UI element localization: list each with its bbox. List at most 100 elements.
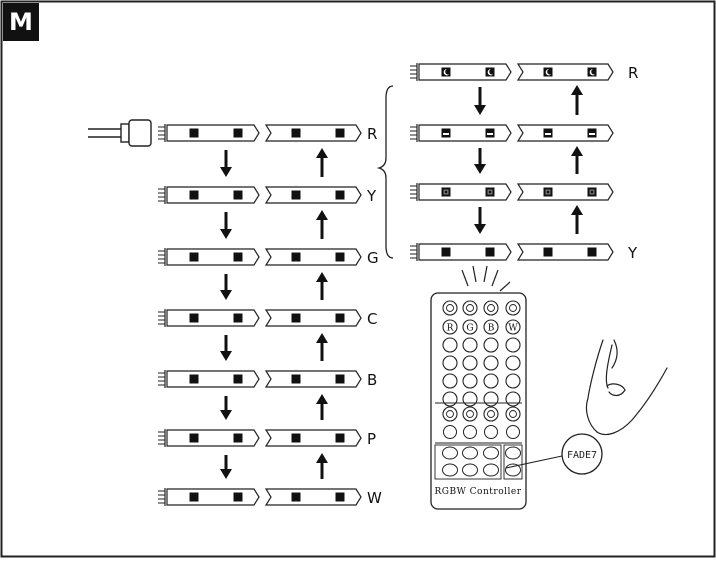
led-chip xyxy=(587,67,597,77)
arrow-up xyxy=(571,205,583,234)
strip-left-3 xyxy=(410,183,512,201)
arrow-up xyxy=(316,394,328,420)
remote-button xyxy=(462,373,478,389)
strip-right-1 xyxy=(516,63,614,81)
strip-right-3 xyxy=(516,183,614,201)
led-chip xyxy=(587,247,597,257)
remote-mode-button xyxy=(462,446,478,460)
led-chip xyxy=(189,252,199,262)
strip-left-1 xyxy=(158,124,260,142)
remote-button xyxy=(442,337,458,353)
color-label: B xyxy=(367,371,377,389)
remote-button xyxy=(442,373,458,389)
led-chip xyxy=(189,492,199,502)
arrow-down xyxy=(220,396,232,420)
remote-power-button xyxy=(505,406,521,422)
remote-color-button xyxy=(462,319,478,335)
remote-mode-button xyxy=(442,463,458,477)
strip-right-5 xyxy=(264,370,362,388)
led-chip xyxy=(291,313,301,323)
remote-button xyxy=(462,355,478,371)
remote-button xyxy=(505,391,521,407)
led-chip xyxy=(441,247,451,257)
remote-button-label: G xyxy=(466,324,473,334)
remote-button xyxy=(483,337,499,353)
remote-button xyxy=(483,355,499,371)
arrow-down xyxy=(474,87,486,115)
strip-left-7 xyxy=(158,488,260,506)
strip-left-5 xyxy=(158,370,260,388)
arrow-up xyxy=(571,85,583,115)
led-chip xyxy=(291,433,301,443)
led-chip xyxy=(335,313,345,323)
remote-button xyxy=(505,337,521,353)
remote-color-button xyxy=(505,319,521,335)
remote-mode-panel xyxy=(503,444,523,480)
strip-right-6 xyxy=(264,429,362,447)
led-chip xyxy=(233,252,243,262)
remote-button-label: W xyxy=(508,324,518,334)
led-chip xyxy=(543,247,553,257)
remote-mode-button xyxy=(505,446,521,460)
signal-ray xyxy=(499,281,511,292)
led-chip xyxy=(291,374,301,384)
remote-power-button xyxy=(442,406,458,422)
remote-color-button xyxy=(483,319,499,335)
led-chip xyxy=(335,190,345,200)
arrow-down xyxy=(220,455,232,479)
arrow-up xyxy=(316,148,328,177)
strip-right-2 xyxy=(516,124,614,142)
remote-mode-button xyxy=(483,446,499,460)
led-chip xyxy=(441,67,451,77)
strip-right-3 xyxy=(264,248,362,266)
remote-power-button xyxy=(462,300,478,316)
color-label: P xyxy=(367,430,376,448)
color-label: G xyxy=(367,249,379,267)
remote-button-label: R xyxy=(447,324,454,334)
color-label: Y xyxy=(627,244,638,262)
strip-right-4 xyxy=(264,309,362,327)
remote-mode-button xyxy=(462,463,478,477)
remote-small-button xyxy=(484,425,498,439)
strip-left-2 xyxy=(158,186,260,204)
arrow-up xyxy=(571,146,583,174)
remote-power-button xyxy=(442,300,458,316)
signal-ray xyxy=(483,265,488,283)
led-chip xyxy=(335,492,345,502)
arrow-up xyxy=(316,272,328,300)
led-chip xyxy=(189,374,199,384)
signal-ray xyxy=(461,269,469,287)
remote-mode-button xyxy=(483,463,499,477)
led-chip xyxy=(233,313,243,323)
color-label: R xyxy=(628,64,638,82)
remote-button xyxy=(462,391,478,407)
power-cable xyxy=(88,119,152,147)
strip-right-4 xyxy=(516,243,614,261)
section-badge: M xyxy=(3,3,39,41)
remote-power-button xyxy=(462,406,478,422)
led-chip xyxy=(291,190,301,200)
right-strip-chain: RY xyxy=(410,63,638,262)
led-chip xyxy=(335,252,345,262)
remote-button xyxy=(505,373,521,389)
remote-small-button xyxy=(463,425,477,439)
led-chip xyxy=(291,128,301,138)
arrow-down xyxy=(220,212,232,239)
remote-power-button xyxy=(483,300,499,316)
remote-button xyxy=(483,373,499,389)
arrow-up xyxy=(316,210,328,239)
strip-left-4 xyxy=(158,309,260,327)
strip-right-7 xyxy=(264,488,362,506)
led-chip xyxy=(189,433,199,443)
strip-right-2 xyxy=(264,186,362,204)
color-label: R xyxy=(367,125,377,143)
signal-ray xyxy=(491,269,499,287)
led-chip xyxy=(189,128,199,138)
led-chip xyxy=(189,190,199,200)
arrow-down xyxy=(220,335,232,361)
remote-mode-button xyxy=(442,446,458,460)
